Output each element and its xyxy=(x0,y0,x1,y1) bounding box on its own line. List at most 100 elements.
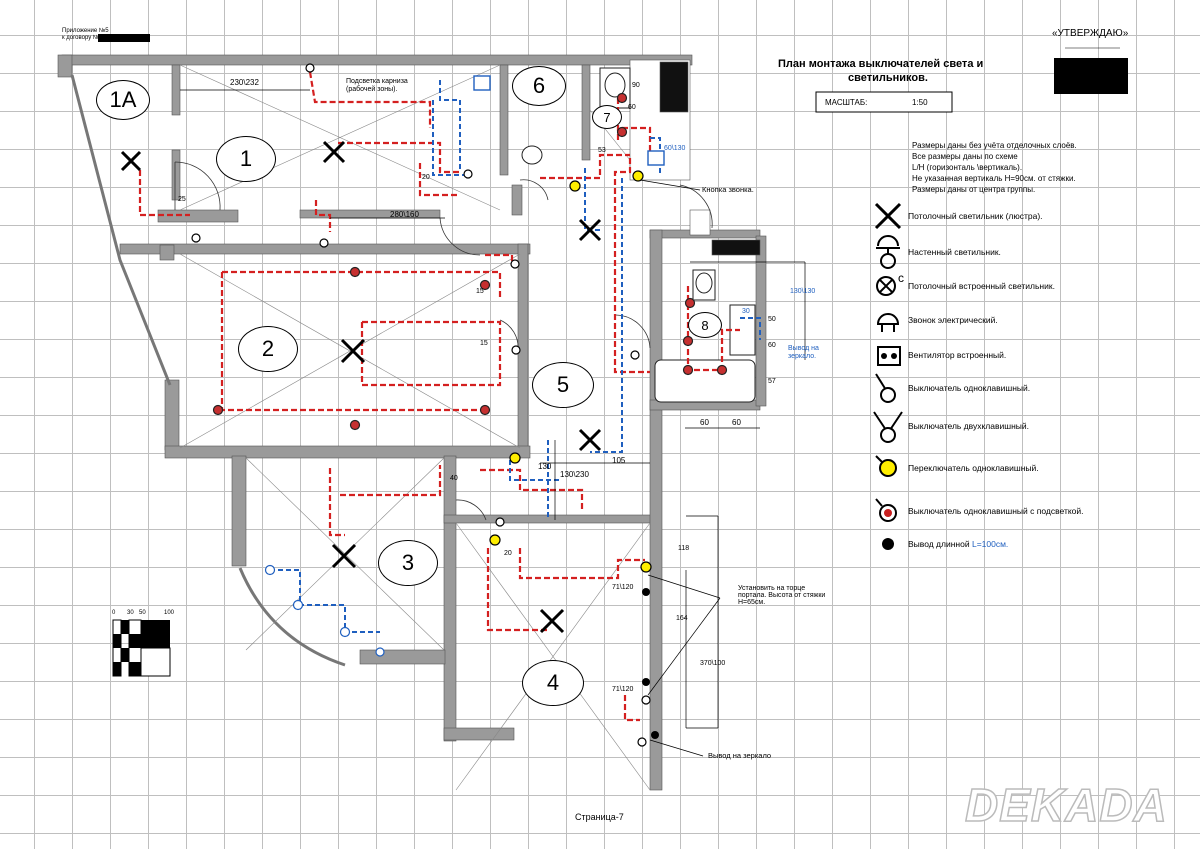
legend-item: Выключатель двухклавишный. xyxy=(868,408,1029,444)
approve-label: «УТВЕРЖДАЮ» xyxy=(1052,28,1129,39)
dim-label: 40 xyxy=(450,475,458,482)
dim-label: 71\120 xyxy=(612,584,634,591)
recessed-lamp-mark xyxy=(716,364,728,376)
redacted-block xyxy=(1054,58,1128,94)
legend-item: Потолочный светильник (люстра). xyxy=(868,198,1043,234)
fan-marks xyxy=(473,75,665,166)
toggle-switch-icon xyxy=(875,455,897,477)
scale-bar-label: 100 xyxy=(164,610,175,616)
fixtures xyxy=(521,67,756,403)
bay-window xyxy=(238,567,346,667)
dim-label: 370\100 xyxy=(700,660,726,667)
bell-icon xyxy=(876,313,900,332)
legend-item: Выключатель одноклавишный с подсветкой. xyxy=(868,493,1084,529)
scale-value: 1:50 xyxy=(912,98,928,107)
dim-label: 20 xyxy=(504,550,512,557)
dim-label: 60 xyxy=(628,104,636,111)
portal-note-3: H=65см. xyxy=(738,599,766,606)
dimension-lines xyxy=(180,89,806,757)
room-label-8: 8 xyxy=(688,312,722,338)
backlit-switch-icon xyxy=(875,498,897,522)
mirror-note: Вывод на xyxy=(788,345,819,352)
scale-bar-label: 30 xyxy=(127,610,134,616)
portal-note-2: портала. Высота от стяжки xyxy=(738,592,826,599)
room-label-1: 1 xyxy=(216,136,276,182)
appendix-label: Приложение №5 xyxy=(62,28,109,34)
room-label-7: 7 xyxy=(592,105,622,129)
mirror-note-2: зеркало. xyxy=(788,353,817,360)
dim-label: 130\130 xyxy=(790,288,816,295)
room-label-5: 5 xyxy=(532,362,594,408)
legend-item: Переключатель одноклавишный. xyxy=(868,450,1039,486)
recessed-lamp-mark xyxy=(349,419,361,431)
recessed-lamp-mark xyxy=(339,626,351,638)
dim-label: 15 xyxy=(480,340,488,347)
recessed-lamp-mark xyxy=(349,266,361,278)
recessed-lamp-mark xyxy=(616,92,628,104)
blue-wiring xyxy=(270,80,761,633)
svg-text:c: c xyxy=(898,271,904,285)
redacted-contract xyxy=(98,34,150,42)
switch-single-icon xyxy=(875,373,896,403)
dim-label: 105 xyxy=(612,456,626,465)
dim-label: 230\232 xyxy=(230,78,259,87)
legend-item: Вентилятор встроенный. xyxy=(868,337,1006,373)
walls xyxy=(57,54,767,791)
dim-label: 20 xyxy=(422,174,430,181)
dim-label: 130\230 xyxy=(560,470,589,479)
dim-label: 60 xyxy=(768,342,776,349)
exterior-wall xyxy=(70,74,172,386)
switch-double-icon xyxy=(873,411,903,443)
room-label-6: 6 xyxy=(512,66,566,106)
recessed-lamp-mark xyxy=(682,364,694,376)
legend-item: Выключатель одноклавишный. xyxy=(868,370,1030,406)
room-label-2: 2 xyxy=(238,326,298,372)
note-1: Размеры даны без учёта отделочных слоёв. xyxy=(912,141,1077,150)
dim-label: 30 xyxy=(742,308,750,315)
scale-bar-label: 0 xyxy=(112,610,116,616)
contract-label: к договору № xyxy=(62,35,100,41)
note-2: Все размеры даны по схеме xyxy=(912,152,1018,161)
plan-title-2: светильников. xyxy=(848,72,928,84)
scale-bar xyxy=(112,619,171,677)
fan-icon xyxy=(877,346,901,366)
recessed-lamp-mark xyxy=(616,126,628,138)
portal-note: Установить на торце xyxy=(738,585,806,592)
dim-label: 90 xyxy=(632,82,640,89)
outlet-dots xyxy=(642,588,659,739)
chandelier-marks xyxy=(120,140,602,634)
legend-item: Настенный светильник. xyxy=(868,234,1001,270)
cornice-note-2: (рабочей зоны). xyxy=(346,86,398,93)
cornice-note: Подсветка карниза xyxy=(346,78,408,85)
dim-label: 130 xyxy=(538,462,552,471)
wall-lamp-icon xyxy=(876,235,900,269)
dim-label: 15 xyxy=(476,288,484,295)
note-3: L/H (горизонталь \вертикаль). xyxy=(912,163,1023,172)
recessed-lamps xyxy=(212,92,728,638)
legend-item: Звонок электрический. xyxy=(868,302,998,338)
recessed-lamp-mark xyxy=(264,564,276,576)
scale-label: МАСШТАБ: xyxy=(825,98,868,107)
recessed-lamp-mark xyxy=(684,297,696,309)
dim-label: 118 xyxy=(678,545,690,552)
note-4: Не указанная вертикаль H=90см. от стяжки… xyxy=(912,174,1076,183)
room-label-4: 4 xyxy=(522,660,584,706)
room-label-3: 3 xyxy=(378,540,438,586)
legend-item: c Потолочный встроенный светильник. xyxy=(868,268,1055,304)
dim-label: 50 xyxy=(768,316,776,323)
recessed-lamp-icon: c xyxy=(876,271,904,296)
page-label: Страница-7 xyxy=(575,812,624,822)
dim-label: 53 xyxy=(598,147,606,154)
ceiling-lamp-icon xyxy=(874,202,902,230)
dim-label: 57 xyxy=(768,378,776,385)
plan-title: План монтажа выключателей света и xyxy=(778,58,984,70)
recessed-lamp-mark xyxy=(682,335,694,347)
recessed-lamp-mark xyxy=(292,599,304,611)
scale-bar-label: 50 xyxy=(139,610,146,616)
dim-label: 25 xyxy=(178,196,186,203)
recessed-lamp-mark xyxy=(479,404,491,416)
recessed-lamp-mark xyxy=(212,404,224,416)
recessed-lamp-mark xyxy=(479,279,491,291)
